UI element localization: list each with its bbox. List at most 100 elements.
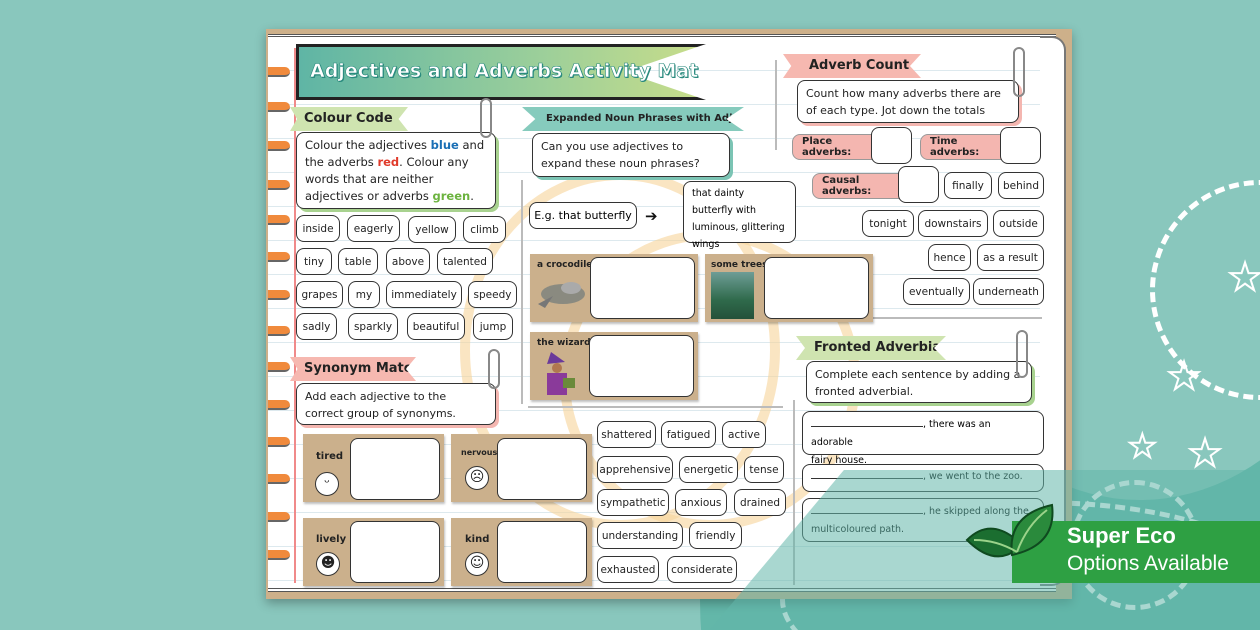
word-pill[interactable]: yellow	[408, 216, 456, 243]
word-pill[interactable]: jump	[473, 313, 513, 340]
happy-face-icon: ☻	[316, 552, 340, 576]
adverb-pill[interactable]: downstairs	[918, 210, 988, 237]
word-pill[interactable]: sadly	[296, 313, 337, 340]
red-keyword: red	[377, 155, 400, 169]
star-icon: ★	[1127, 427, 1158, 465]
word-pill[interactable]: above	[386, 248, 430, 275]
star-icon: ★	[1166, 354, 1202, 398]
word-pill[interactable]: talented	[437, 248, 493, 275]
answer-blank[interactable]	[811, 426, 923, 427]
spiral-ring-icon	[268, 550, 290, 560]
paperclip-icon	[1013, 47, 1025, 97]
adverb-pill[interactable]: hence	[928, 244, 971, 271]
adverb-pill[interactable]: underneath	[973, 278, 1044, 305]
crocodile-image	[538, 282, 585, 308]
leaf-icon	[965, 503, 1054, 558]
blue-keyword: blue	[430, 138, 459, 152]
spiral-ring-icon	[268, 67, 290, 77]
spiral-ring-icon	[268, 141, 290, 151]
spiral-ring-icon	[268, 326, 290, 336]
paperclip-icon	[480, 98, 492, 138]
spiral-ring-icon	[268, 102, 290, 112]
example-expanded-phrase: that dainty butterfly with luminous, gli…	[683, 181, 796, 250]
colour-code-heading: Colour Code	[290, 107, 408, 131]
word-pill[interactable]: beautiful	[407, 313, 465, 340]
spiral-ring-icon	[268, 180, 290, 190]
content-face-icon: ☺	[465, 552, 489, 576]
eco-badge-title: Super Eco	[1067, 523, 1176, 548]
synonym-pill[interactable]: energetic	[679, 456, 738, 483]
instruction-text: . Colour any words that are neither adje…	[305, 155, 469, 203]
place-adverbs-total-box[interactable]	[871, 127, 912, 164]
adverb-pill[interactable]: tonight	[862, 210, 914, 237]
synonym-pill[interactable]: sympathetic	[597, 489, 669, 516]
kind-answer-box[interactable]	[497, 521, 587, 583]
sentence-text: , there was an adorable	[811, 419, 991, 448]
tired-answer-box[interactable]	[350, 438, 440, 500]
nervous-answer-box[interactable]	[497, 438, 587, 500]
word-pill[interactable]: table	[338, 248, 378, 275]
synonym-pill[interactable]: tense	[744, 456, 784, 483]
spiral-ring-icon	[268, 290, 290, 300]
sentence-card: , there was an adorable fairy house.	[802, 411, 1044, 466]
synonym-pill[interactable]: active	[722, 421, 766, 448]
synonym-match-heading: Synonym Match	[290, 357, 416, 381]
trees-answer-box[interactable]	[764, 257, 869, 319]
word-pill[interactable]: eagerly	[347, 215, 400, 242]
section-divider	[775, 60, 777, 150]
word-pill[interactable]: sparkly	[348, 313, 398, 340]
star-icon: ★	[1227, 255, 1260, 299]
adverb-count-instruction: Count how many adverbs there are of each…	[797, 80, 1019, 123]
wizard-image	[547, 352, 575, 395]
adverb-pill[interactable]: behind	[998, 172, 1044, 199]
causal-adverbs-total-box[interactable]	[898, 166, 939, 203]
time-adverbs-total-box[interactable]	[1000, 127, 1041, 164]
trees-label: some trees	[711, 260, 768, 270]
adverb-pill[interactable]: as a result	[977, 244, 1044, 271]
synonym-pill[interactable]: apprehensive	[597, 456, 673, 483]
synonym-pill[interactable]: considerate	[667, 556, 737, 583]
synonym-pill[interactable]: fatigued	[661, 421, 716, 448]
section-divider	[800, 317, 1042, 319]
forest-image	[711, 272, 754, 319]
adverb-pill[interactable]: eventually	[903, 278, 970, 305]
synonym-pill[interactable]: anxious	[675, 489, 727, 516]
time-adverbs-label: Time adverbs:	[920, 134, 1006, 160]
nervous-face-icon: ☹	[465, 466, 489, 490]
adverb-pill[interactable]: outside	[993, 210, 1044, 237]
word-pill[interactable]: immediately	[386, 281, 462, 308]
synonym-pill[interactable]: understanding	[597, 522, 683, 549]
spiral-ring-icon	[268, 400, 290, 410]
synonym-group-label: lively	[316, 534, 347, 545]
instruction-text: Colour the adjectives	[305, 138, 431, 152]
sleepy-face-icon: ᵕ	[315, 472, 339, 496]
word-pill[interactable]: my	[348, 281, 380, 308]
word-pill[interactable]: climb	[463, 216, 506, 243]
margin-line	[294, 48, 296, 583]
adverb-pill[interactable]: finally	[944, 172, 992, 199]
synonym-match-instruction: Add each adjective to the correct group …	[296, 383, 496, 425]
section-divider	[521, 180, 523, 404]
spiral-ring-icon	[268, 474, 290, 484]
spiral-ring-icon	[268, 437, 290, 447]
synonym-pill[interactable]: friendly	[689, 522, 742, 549]
spiral-ring-icon	[268, 362, 290, 372]
word-pill[interactable]: speedy	[468, 281, 517, 308]
wizard-answer-box[interactable]	[589, 335, 694, 397]
section-divider	[793, 400, 795, 585]
word-pill[interactable]: grapes	[296, 281, 343, 308]
synonym-pill[interactable]: exhausted	[597, 556, 659, 583]
word-pill[interactable]: tiny	[296, 248, 332, 275]
star-icon: ★	[1187, 431, 1223, 475]
synonym-pill[interactable]: shattered	[597, 421, 656, 448]
spiral-ring-icon	[268, 215, 290, 225]
green-keyword: green	[432, 189, 471, 203]
fronted-adverbials-heading: Fronted Adverbials	[796, 336, 946, 360]
crocodile-answer-box[interactable]	[590, 257, 695, 319]
word-pill[interactable]: inside	[296, 215, 340, 242]
paperclip-icon	[488, 349, 500, 389]
paperclip-icon	[1016, 330, 1028, 378]
lively-answer-box[interactable]	[350, 521, 440, 583]
synonym-pill[interactable]: drained	[734, 489, 786, 516]
eco-badge[interactable]	[1012, 521, 1260, 583]
